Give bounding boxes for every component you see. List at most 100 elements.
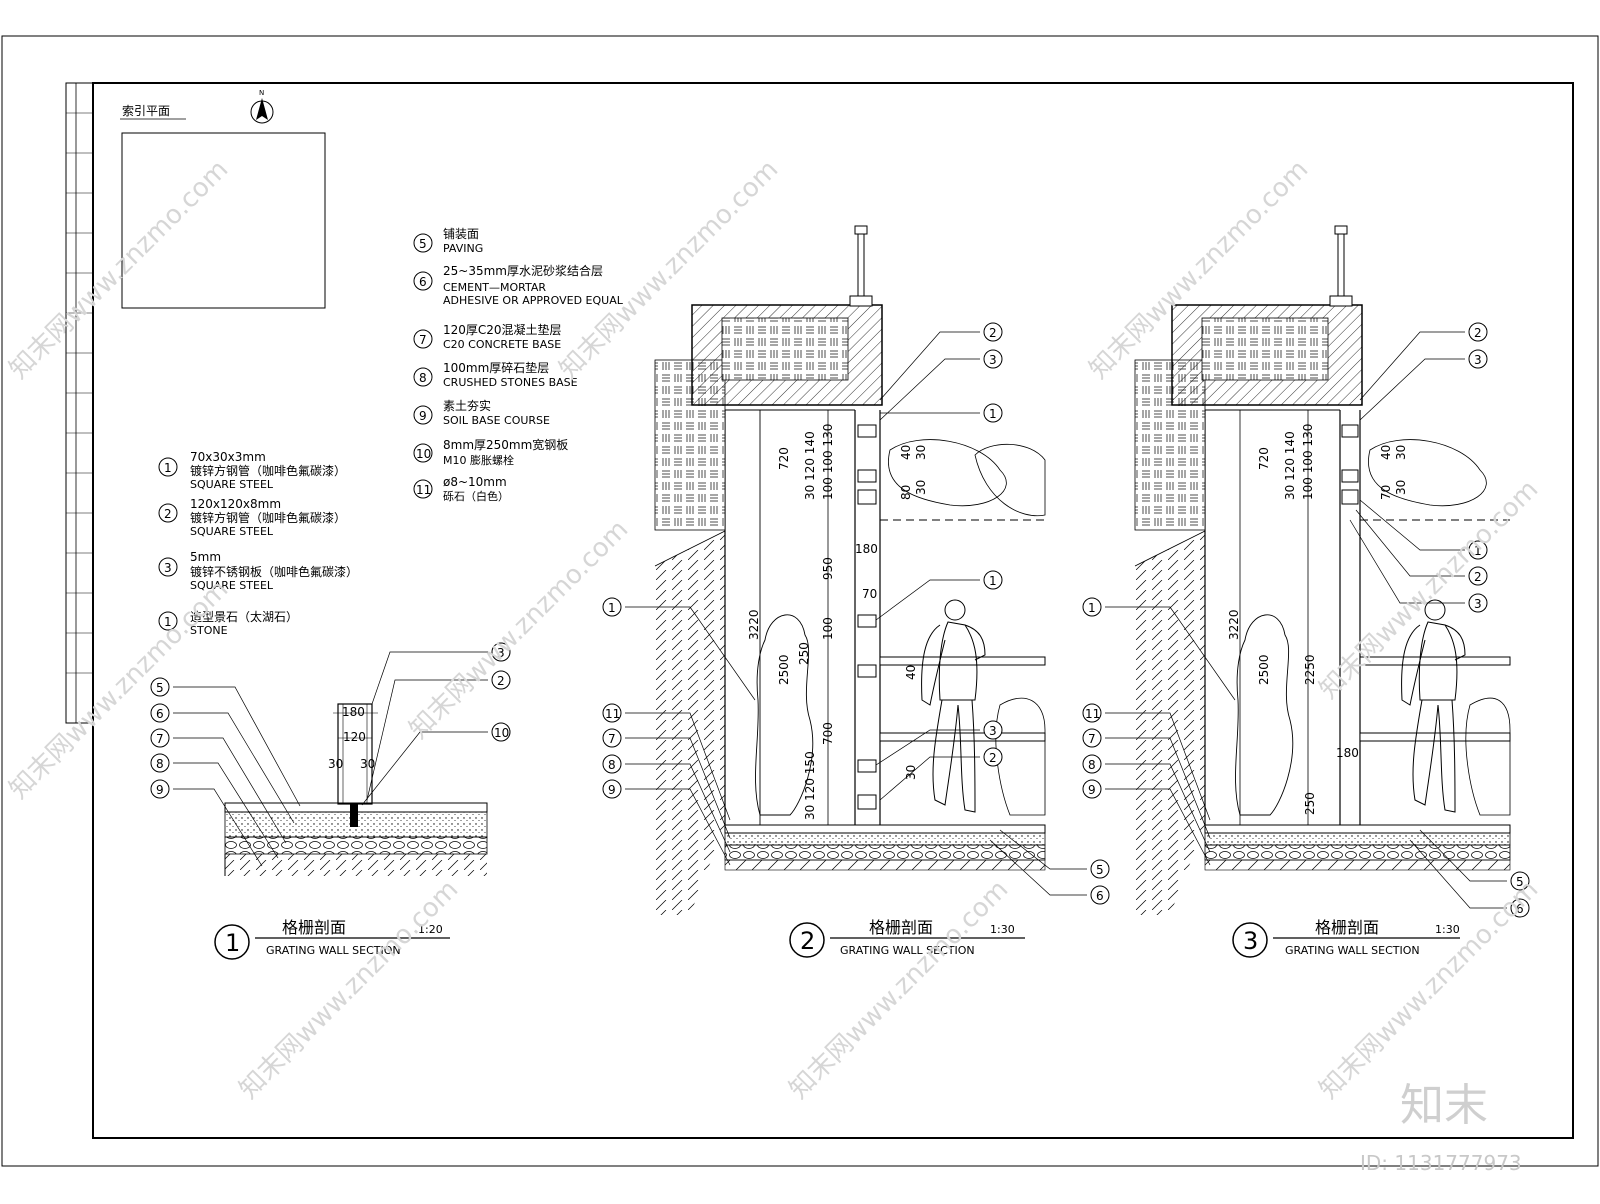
svg-text:N: N: [259, 89, 264, 97]
svg-text:9: 9: [419, 409, 427, 423]
svg-text:知末网www.znzmo.com: 知末网www.znzmo.com: [1314, 474, 1545, 705]
svg-text:6: 6: [1096, 889, 1104, 903]
svg-text:镀锌不锈钢板（咖啡色氟碳漆）: 镀锌不锈钢板（咖啡色氟碳漆）: [190, 564, 358, 579]
svg-text:1: 1: [608, 601, 616, 615]
svg-text:40: 40: [899, 445, 913, 460]
legend-materials: 5 铺装面 PAVING 6 25~35mm厚水泥砂浆结合层 CEMENT—MO…: [413, 227, 624, 503]
svg-text:2: 2: [497, 674, 505, 688]
svg-text:2: 2: [989, 326, 997, 340]
svg-text:250: 250: [797, 642, 811, 665]
person-figure-icon: [921, 599, 986, 813]
svg-text:7: 7: [419, 333, 427, 347]
svg-text:1: 1: [225, 929, 240, 957]
svg-text:720: 720: [777, 447, 791, 470]
svg-text:30: 30: [914, 445, 928, 460]
svg-text:30: 30: [1394, 480, 1408, 495]
svg-text:10: 10: [494, 726, 509, 740]
svg-text:1:30: 1:30: [990, 923, 1015, 936]
svg-text:9: 9: [1088, 783, 1096, 797]
person-figure-icon: [1401, 599, 1466, 813]
svg-text:素土夯实: 素土夯实: [443, 398, 491, 413]
legend-steel-1: 1 70x30x3mm 镀锌方钢管（咖啡色氟碳漆） SQUARE STEEL: [158, 450, 346, 491]
svg-text:5mm: 5mm: [190, 550, 221, 564]
svg-text:SQUARE STEEL: SQUARE STEEL: [190, 579, 274, 592]
svg-text:知末网www.znzmo.com: 知末网www.znzmo.com: [4, 154, 235, 385]
svg-text:GRATING WALL SECTION: GRATING WALL SECTION: [266, 944, 401, 957]
svg-text:8: 8: [1088, 758, 1096, 772]
svg-text:格栅剖面: 格栅剖面: [869, 918, 933, 937]
svg-text:8: 8: [608, 758, 616, 772]
legend-item-11: 11 ø8~10mm 砾石（白色）: [413, 475, 509, 503]
watermark-id: ID: 1131777973: [1360, 1151, 1522, 1175]
legend-item-7: 7 120厚C20混凝土垫层 C20 CONCRETE BASE: [413, 322, 562, 351]
svg-text:2: 2: [164, 507, 172, 521]
svg-text:知末网www.znzmo.com: 知末网www.znzmo.com: [784, 874, 1015, 1105]
legend-stone: 1 造型景石（太湖石） STONE: [158, 609, 298, 637]
svg-text:5: 5: [156, 681, 164, 695]
svg-text:40: 40: [1379, 445, 1393, 460]
svg-text:知末网www.znzmo.com: 知末网www.znzmo.com: [234, 874, 465, 1105]
legend-item-5: 5 铺装面 PAVING: [413, 227, 483, 255]
section-3-callouts: 1 11 7 8 9 2 3 1 2 3 5 6: [1082, 322, 1530, 918]
svg-text:30 120 140: 30 120 140: [1283, 431, 1297, 500]
svg-text:3: 3: [989, 724, 997, 738]
svg-text:6: 6: [1516, 902, 1524, 916]
svg-text:2250: 2250: [1303, 654, 1317, 685]
svg-text:STONE: STONE: [190, 624, 228, 637]
section-title-3: 3 格栅剖面 1:30 GRATING WALL SECTION: [1232, 918, 1460, 958]
svg-text:SOIL BASE COURSE: SOIL BASE COURSE: [443, 414, 550, 427]
svg-text:8mm厚250mm宽钢板: 8mm厚250mm宽钢板: [443, 437, 568, 452]
svg-text:1:20: 1:20: [418, 923, 443, 936]
svg-text:1:30: 1:30: [1435, 923, 1460, 936]
svg-text:30: 30: [1394, 445, 1408, 460]
svg-text:8: 8: [156, 757, 164, 771]
legend-steel: 1 70x30x3mm 镀锌方钢管（咖啡色氟碳漆） SQUARE STEEL 2…: [158, 450, 358, 637]
watermark-logo: 知末: [1400, 1080, 1488, 1131]
svg-text:40: 40: [904, 665, 918, 680]
svg-text:砾石（白色）: 砾石（白色）: [443, 489, 509, 503]
svg-text:120: 120: [343, 730, 366, 744]
svg-text:70: 70: [862, 587, 877, 601]
section-title-2: 2 格栅剖面 1:30 GRATING WALL SECTION: [789, 918, 1025, 958]
svg-text:120x120x8mm: 120x120x8mm: [190, 497, 281, 511]
svg-text:1: 1: [1088, 601, 1096, 615]
north-arrow-icon: N: [250, 89, 274, 124]
svg-text:3: 3: [497, 646, 505, 660]
svg-text:SQUARE STEEL: SQUARE STEEL: [190, 478, 274, 491]
svg-text:2: 2: [1474, 326, 1482, 340]
svg-text:7: 7: [608, 732, 616, 746]
svg-text:100mm厚碎石垫层: 100mm厚碎石垫层: [443, 360, 549, 375]
svg-text:格栅剖面: 格栅剖面: [282, 918, 346, 937]
svg-text:PAVING: PAVING: [443, 242, 483, 255]
svg-text:1: 1: [1474, 544, 1482, 558]
index-plan-label: 索引平面: [122, 104, 170, 118]
svg-text:100 100 130: 100 100 130: [1301, 424, 1315, 500]
svg-text:6: 6: [156, 707, 164, 721]
svg-text:8: 8: [419, 371, 427, 385]
svg-text:GRATING WALL SECTION: GRATING WALL SECTION: [1285, 944, 1420, 957]
svg-text:ø8~10mm: ø8~10mm: [443, 475, 507, 489]
svg-text:5: 5: [1096, 863, 1104, 877]
section-2-drawing: 3220 2500 250 720 30 120 140 100 100 130…: [625, 225, 1087, 915]
legend-item-9: 9 素土夯实 SOIL BASE COURSE: [413, 398, 550, 427]
svg-text:知末网www.znzmo.com: 知末网www.znzmo.com: [1314, 874, 1545, 1105]
svg-text:7: 7: [1088, 732, 1096, 746]
svg-text:3: 3: [1474, 353, 1482, 367]
svg-text:9: 9: [156, 783, 164, 797]
svg-text:30: 30: [360, 757, 375, 771]
svg-text:2500: 2500: [1257, 654, 1271, 685]
legend-item-8: 8 100mm厚碎石垫层 CRUSHED STONES BASE: [413, 360, 578, 389]
svg-text:11: 11: [416, 483, 431, 497]
svg-text:30 120 150: 30 120 150: [803, 751, 817, 820]
svg-text:9: 9: [608, 783, 616, 797]
svg-text:100: 100: [821, 617, 835, 640]
svg-text:30: 30: [328, 757, 343, 771]
svg-text:知末网www.znzmo.com: 知末网www.znzmo.com: [4, 574, 235, 805]
index-plan: 索引平面 N: [120, 89, 326, 309]
svg-text:6: 6: [419, 275, 427, 289]
svg-text:1: 1: [989, 574, 997, 588]
svg-text:格栅剖面: 格栅剖面: [1315, 918, 1379, 937]
svg-text:3220: 3220: [747, 609, 761, 640]
svg-text:70x30x3mm: 70x30x3mm: [190, 450, 266, 464]
section-title-1: 1 格栅剖面 1:20 GRATING WALL SECTION: [214, 918, 450, 960]
